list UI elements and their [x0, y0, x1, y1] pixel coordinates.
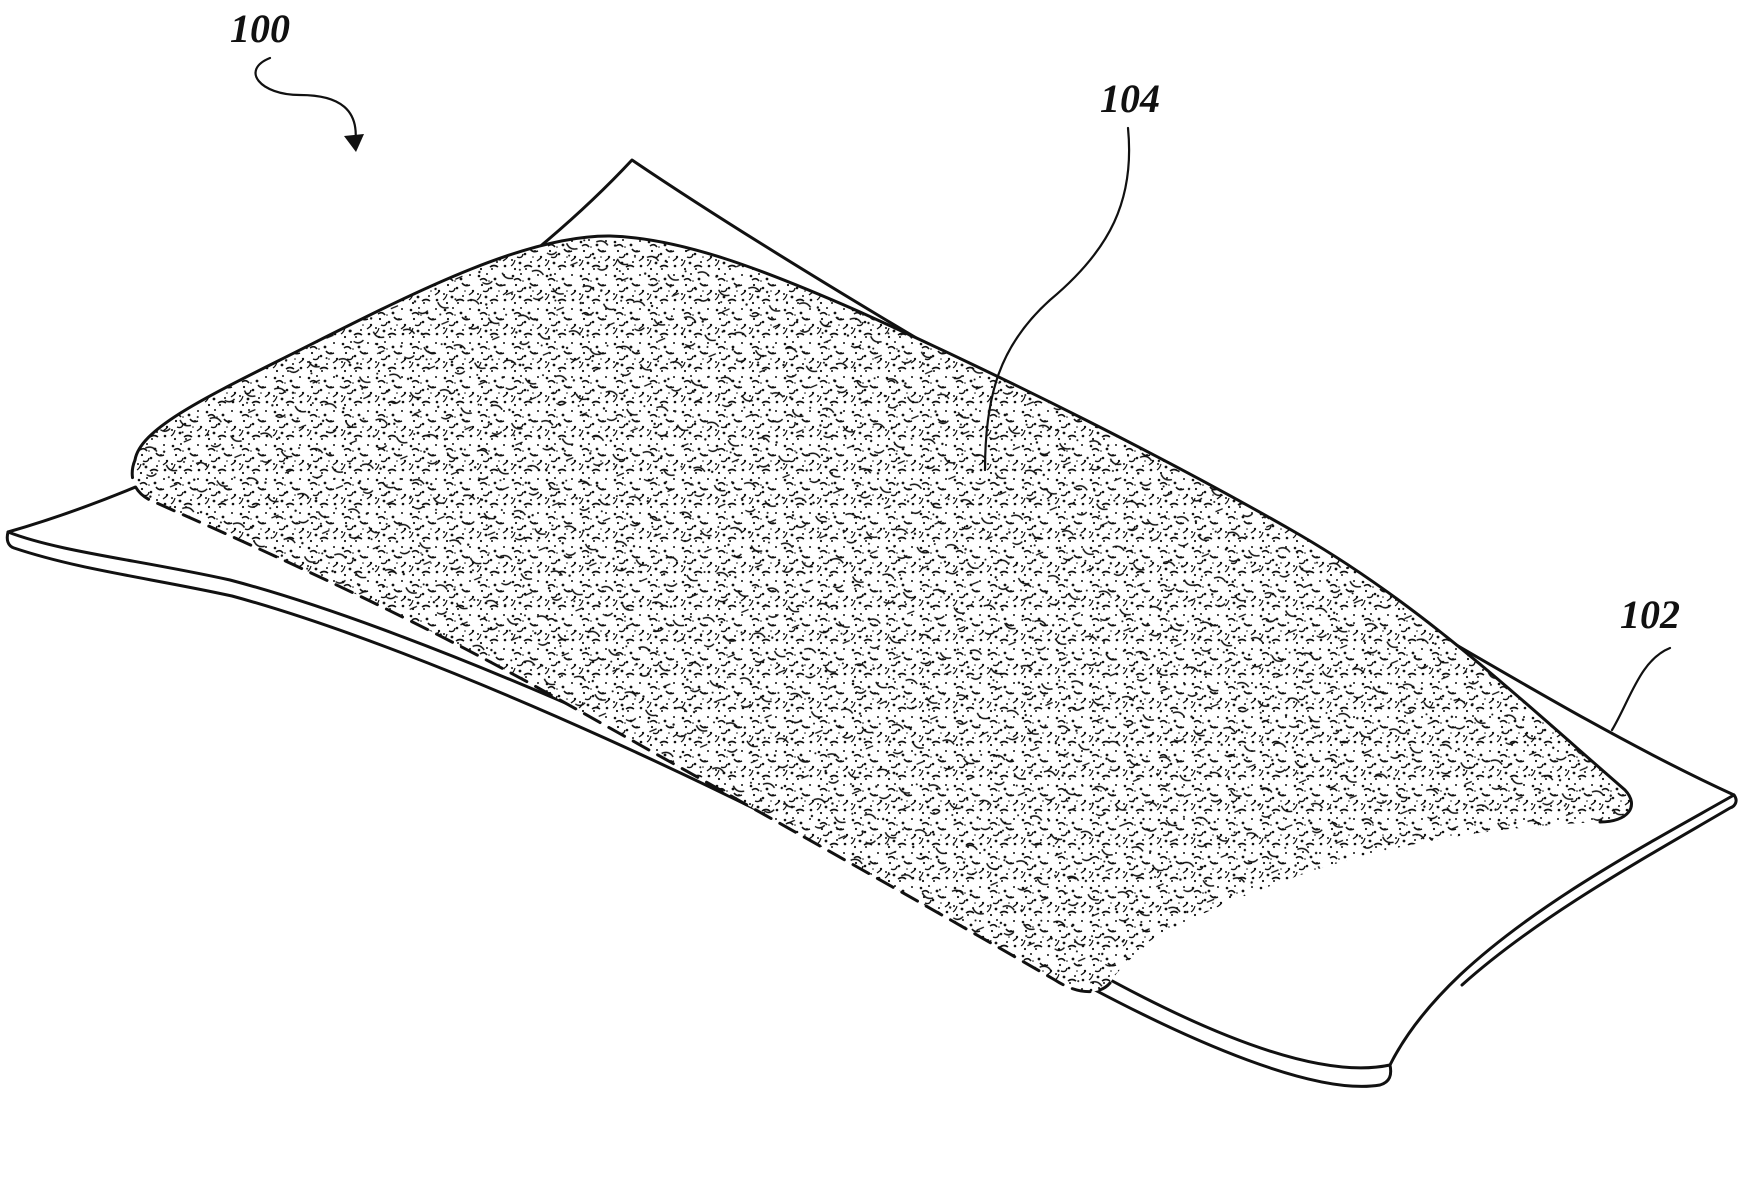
textured-layer [132, 235, 1632, 992]
leader-line-104 [983, 126, 1131, 472]
ref-label-102: 102 [1620, 592, 1680, 637]
textured-layer-bottom-edge [130, 458, 1112, 994]
ref-label-104: 104 [1100, 76, 1160, 121]
ref-label-100: 100 [230, 6, 290, 51]
leader-line-102 [1610, 646, 1672, 732]
backing-sheet-corner-right [1460, 793, 1738, 987]
arrowhead-100-icon [344, 134, 364, 152]
leader-line-100 [254, 56, 357, 147]
backing-sheet-edge [5, 530, 1393, 1088]
textured-layer-top-edge [133, 234, 1633, 824]
